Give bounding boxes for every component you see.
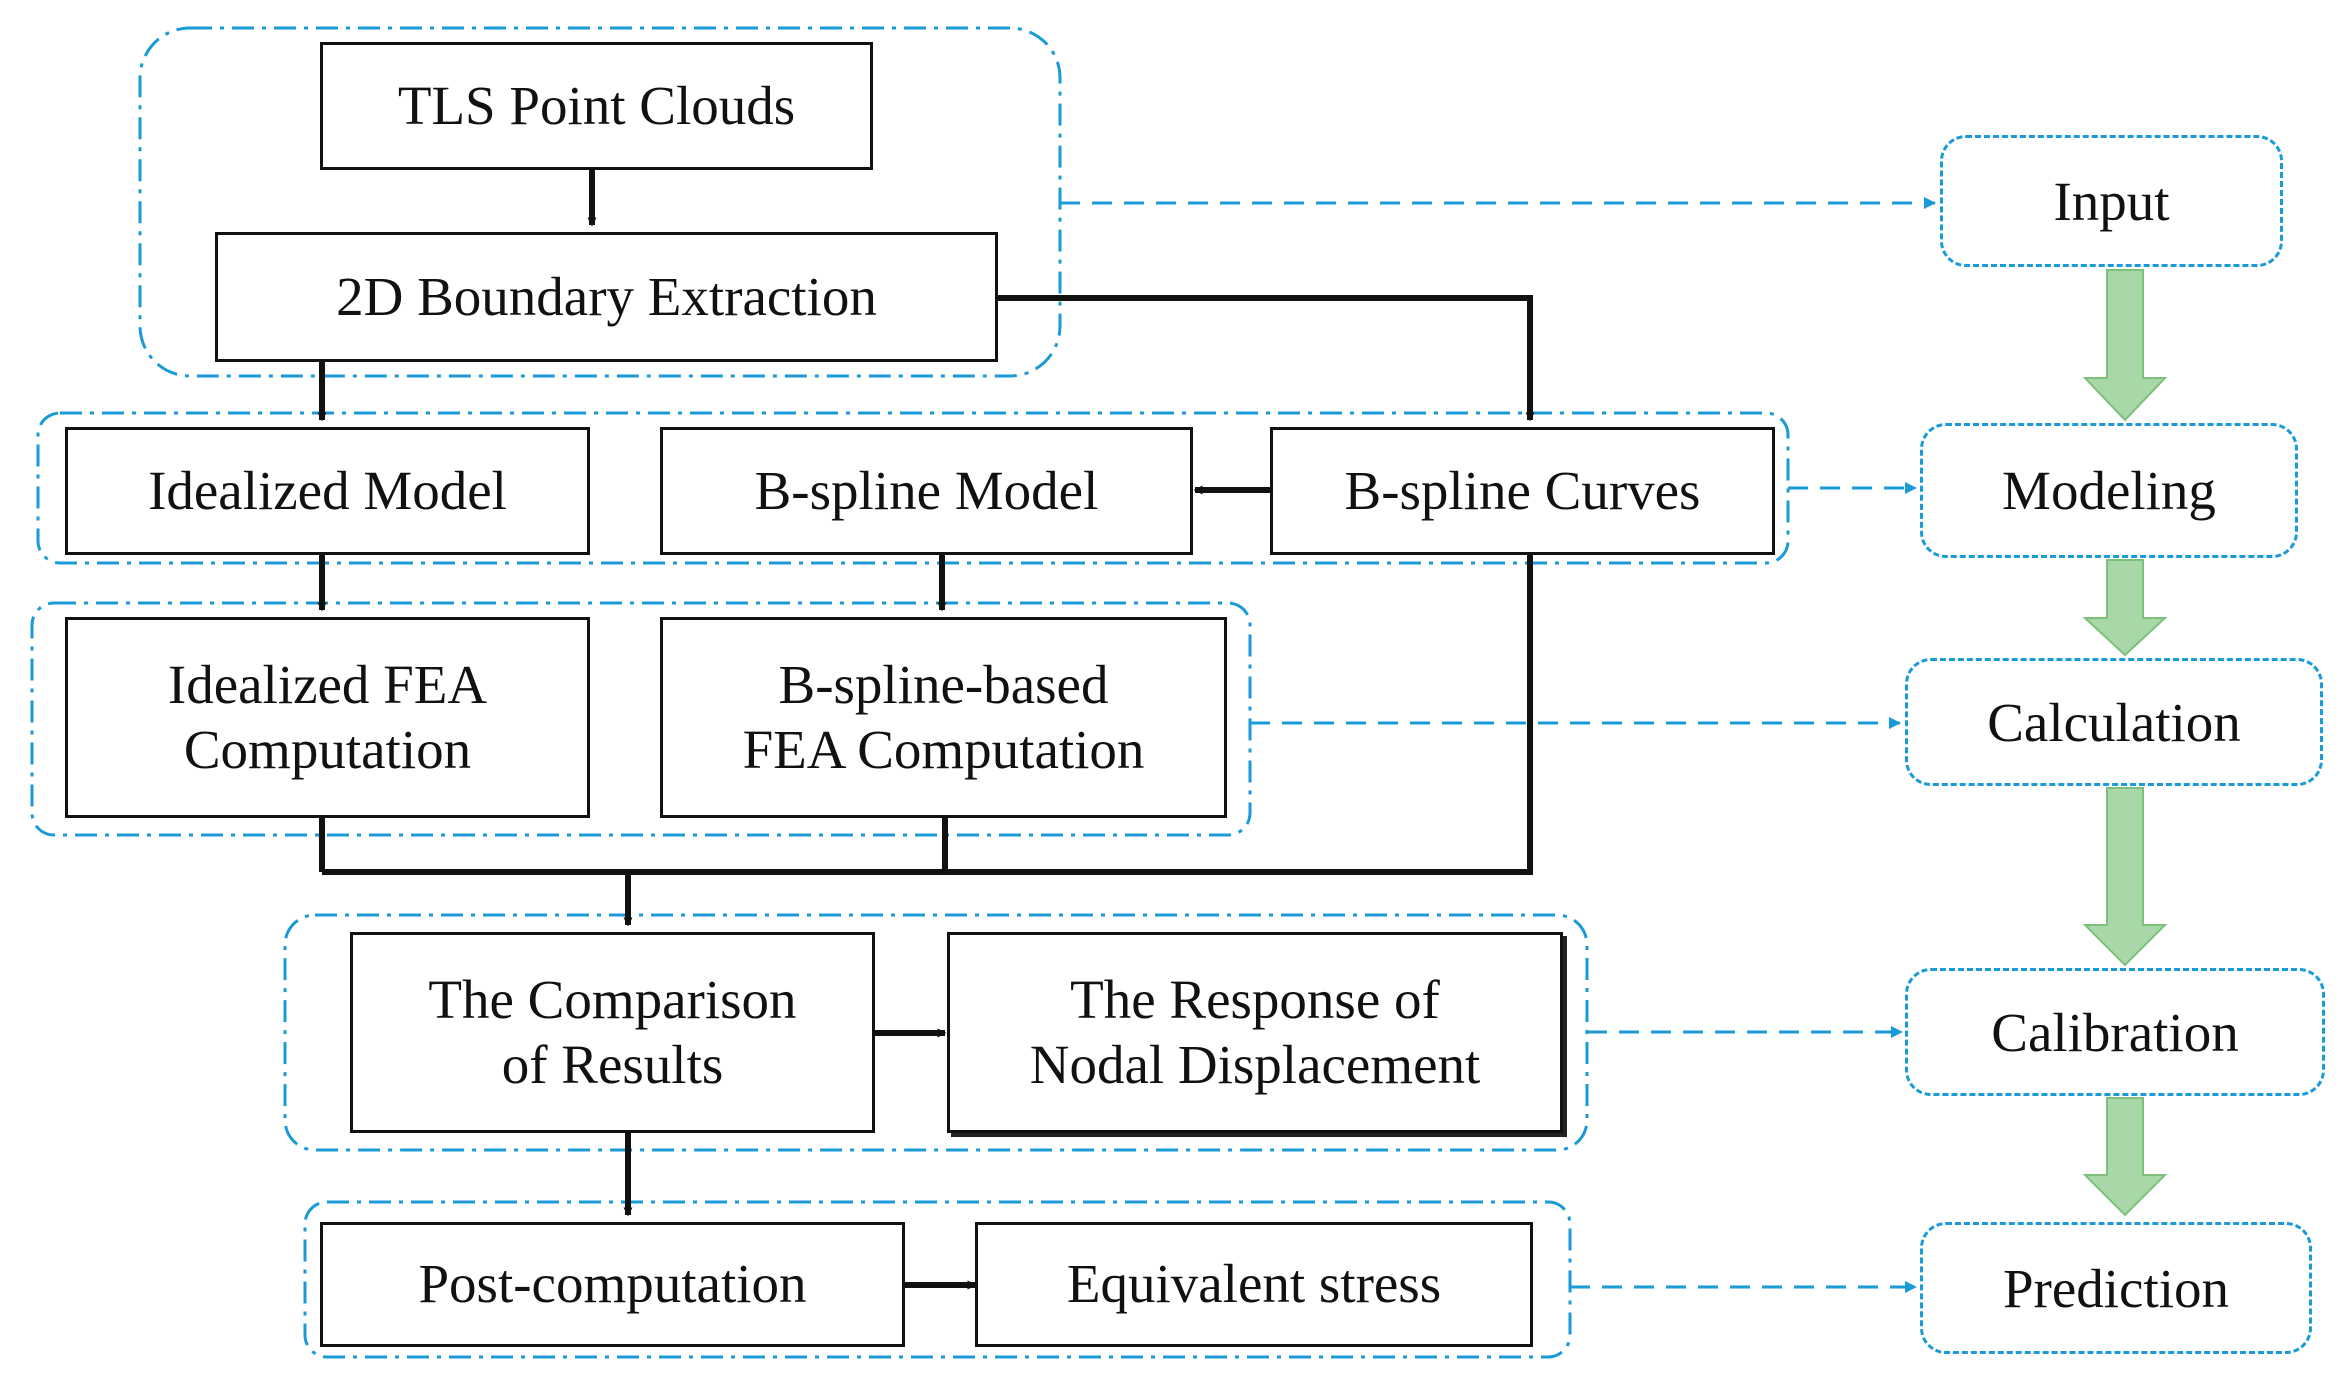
- comparison-results-box: The Comparison of Results: [350, 932, 875, 1133]
- stage-modeling: Modeling: [1920, 423, 2298, 558]
- line-curves-down: [322, 555, 1533, 875]
- bspline-model-box: B-spline Model: [660, 427, 1193, 555]
- stage-input: Input: [1940, 135, 2283, 267]
- flow-arrow-input-modeling: [2082, 269, 2168, 422]
- idealized-fea-box: Idealized FEA Computation: [65, 617, 590, 818]
- idealized-model-box: Idealized Model: [65, 427, 590, 555]
- group-modeling: [36, 411, 1790, 565]
- group-prediction: [303, 1200, 1572, 1359]
- equivalent-stress-box: Equivalent stress: [975, 1222, 1533, 1347]
- boundary-extraction-box: 2D Boundary Extraction: [215, 232, 998, 362]
- bspline-curves-box: B-spline Curves: [1270, 427, 1775, 555]
- flow-arrow-calculation-calibration: [2082, 787, 2168, 967]
- post-computation-box: Post-computation: [320, 1222, 905, 1347]
- flow-arrow-modeling-calculation: [2082, 559, 2168, 657]
- nodal-displacement-box: The Response of Nodal Displacement: [947, 932, 1563, 1133]
- arrow-boundary-to-bspline-curves: [998, 295, 1535, 422]
- stage-calculation: Calculation: [1905, 658, 2323, 786]
- stage-calibration: Calibration: [1905, 968, 2325, 1096]
- tls-point-clouds-box: TLS Point Clouds: [320, 42, 873, 170]
- group-calculation: [30, 601, 1252, 837]
- flow-arrow-calibration-prediction: [2082, 1097, 2168, 1217]
- stage-prediction: Prediction: [1920, 1222, 2312, 1354]
- bspline-fea-box: B-spline-based FEA Computation: [660, 617, 1227, 818]
